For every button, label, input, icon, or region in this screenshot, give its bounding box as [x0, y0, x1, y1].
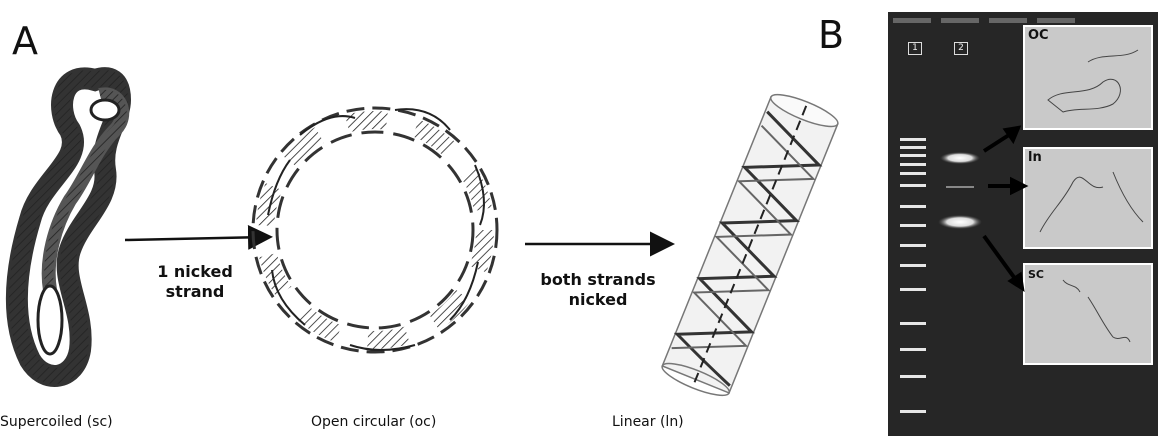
label-nick-both-line1: both strands: [526, 270, 670, 290]
linear-dna-drawing: [659, 89, 841, 402]
open-circular-dna-drawing: [253, 108, 497, 352]
agarose-gel-image: 1 2 OC ln SC: [888, 12, 1158, 436]
lane-number-1: 1: [908, 42, 922, 55]
arrow-nick-one-strand: [125, 237, 268, 240]
caption-linear: Linear (ln): [612, 414, 684, 430]
label-nick-both-line2: nicked: [526, 290, 670, 310]
label-nick-one-strand: 1 nicked strand: [130, 262, 260, 302]
inset-label-sc: SC: [1028, 268, 1044, 281]
label-nick-one-line1: 1 nicked: [130, 262, 260, 282]
label-nick-one-line2: strand: [130, 282, 260, 302]
dna-topology-illustration: [0, 0, 880, 439]
inset-ln-micrograph: [1024, 148, 1152, 248]
caption-open-circular: Open circular (oc): [311, 414, 436, 430]
caption-supercoiled: Supercoiled (sc): [0, 414, 113, 430]
supercoiled-dna-drawing: [17, 78, 122, 376]
inset-label-oc: OC: [1028, 28, 1049, 43]
label-nick-both-strands: both strands nicked: [526, 270, 670, 310]
inset-label-ln: ln: [1028, 150, 1042, 165]
lane-number-2: 2: [954, 42, 968, 55]
